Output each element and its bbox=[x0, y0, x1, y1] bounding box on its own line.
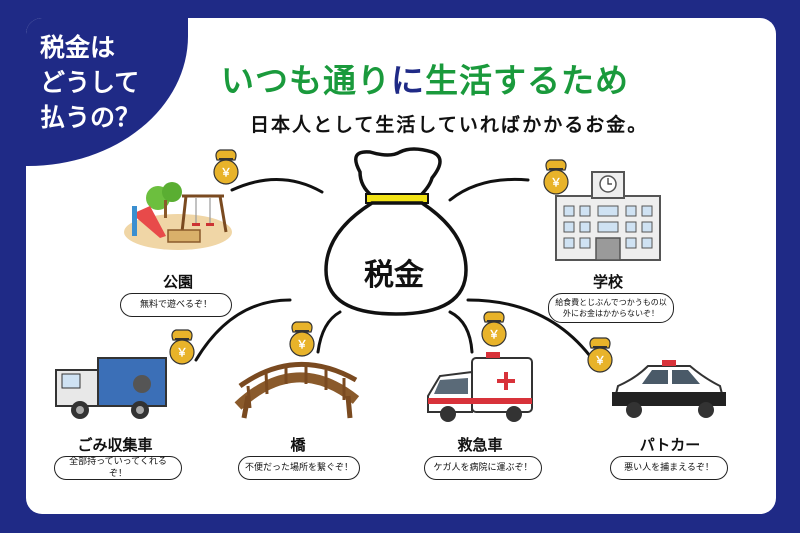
money-bag-icon bbox=[324, 147, 468, 316]
item-label-ambulance: 救急車 bbox=[457, 436, 503, 454]
garbage-truck-icon bbox=[55, 357, 167, 419]
item-desc-police-car: 悪い人を捕まえるぞ！ bbox=[610, 456, 728, 480]
corner-title: 税金は どうして 払うの？ bbox=[40, 33, 141, 132]
center-bag-label: 税金 bbox=[364, 258, 424, 293]
coin-icon bbox=[543, 159, 569, 195]
item-desc-bridge: 不便だった場所を繋ぐぞ！ bbox=[238, 456, 360, 480]
headline-part2: に bbox=[391, 61, 425, 100]
item-desc-park: 無料で遊べるぞ！ bbox=[120, 293, 232, 317]
item-desc-ambulance: ケガ人を病院に運ぶぞ！ bbox=[424, 456, 542, 480]
corner-badge: 税金は どうして 払うの？ bbox=[26, 18, 188, 166]
bridge-icon bbox=[234, 362, 360, 419]
headline: いつも通りに生活するため bbox=[221, 54, 629, 102]
park-icon bbox=[124, 182, 232, 250]
police-car-icon bbox=[612, 360, 726, 418]
headline-part3: 生活するため bbox=[425, 61, 629, 100]
item-label-school: 学校 bbox=[592, 273, 623, 291]
coin-icon bbox=[213, 149, 239, 185]
item-label-garbage-truck: ごみ収集車 bbox=[77, 436, 153, 454]
headline-part1: いつも通り bbox=[221, 61, 391, 100]
connector-lines bbox=[194, 177, 592, 362]
coin-icon bbox=[169, 329, 195, 365]
coin-icon bbox=[289, 321, 315, 357]
subtitle: 日本人として生活していればかかるお金。 bbox=[250, 114, 649, 136]
poster-card: 税金は どうして 払うの？ いつも通りに生活するため 日本人として生活していれば… bbox=[26, 18, 776, 514]
ambulance-icon bbox=[427, 352, 533, 422]
item-label-park: 公園 bbox=[162, 273, 193, 291]
coin-icon bbox=[587, 337, 613, 373]
coin-icon bbox=[481, 311, 507, 347]
school-icon bbox=[555, 171, 661, 261]
item-desc-school: 給食費とじぶんでつかうもの以外にお金はかからないぞ！ bbox=[548, 293, 674, 323]
item-desc-garbage-truck: 全部持っていってくれるぞ！ bbox=[54, 456, 182, 480]
item-label-bridge: 橋 bbox=[290, 436, 306, 454]
item-label-police-car: パトカー bbox=[639, 436, 701, 454]
